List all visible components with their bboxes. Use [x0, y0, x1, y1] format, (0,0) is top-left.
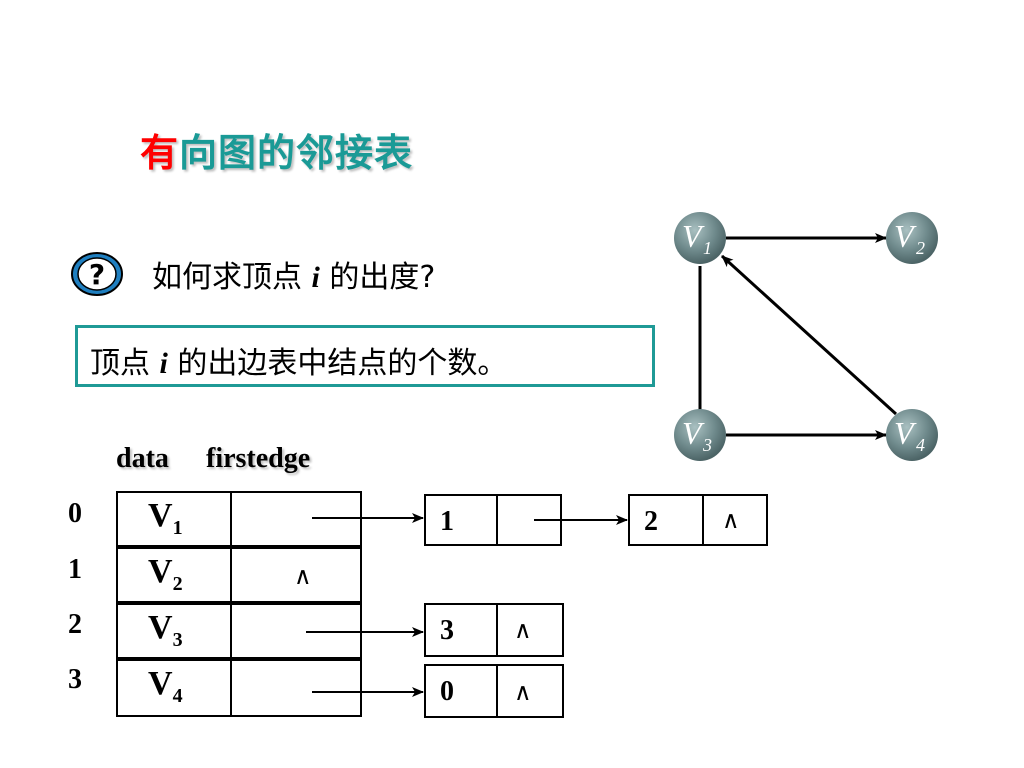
vertex-letter: V [148, 553, 173, 590]
firstedge-cell-1 [230, 547, 362, 603]
vertex-sub: 3 [172, 628, 183, 651]
graph-node-v1: V 1 [674, 212, 726, 264]
graph-node-v3: V 3 [674, 409, 726, 461]
answer-suffix: 的出边表中结点的个数。 [167, 346, 508, 381]
title-rest: 向图的邻接表 [179, 131, 414, 175]
edge-node-next [702, 494, 768, 546]
vertex-cell-2: V3 [116, 603, 232, 659]
graph-node-v2: V 2 [886, 212, 938, 264]
answer-prefix: 顶点 [90, 346, 160, 381]
question-suffix: 的出度? [319, 260, 436, 295]
null-marker: ∧ [722, 506, 740, 534]
edge-node-next [496, 664, 564, 718]
vertex-letter: V [148, 609, 173, 646]
header-data: data [116, 443, 169, 474]
node-letter: V [682, 415, 705, 451]
null-marker: ∧ [514, 678, 532, 706]
question-var: i [311, 261, 320, 294]
null-marker: ∧ [294, 562, 312, 590]
node-letter: V [894, 415, 917, 451]
node-letter: V [894, 218, 917, 254]
svg-text:?: ? [89, 258, 105, 291]
answer-text: 顶点 i 的出边表中结点的个数。 [90, 338, 507, 382]
vertex-cell-1: V2 [116, 547, 232, 603]
vertex-sub: 2 [172, 572, 183, 595]
row-index-2: 2 [68, 609, 82, 640]
node-letter: V [682, 218, 705, 254]
node-sub: 1 [703, 238, 712, 258]
graph-node-v4: V 4 [886, 409, 938, 461]
vertex-cell-3: V4 [116, 659, 232, 717]
graph-edge-v4-v1 [720, 254, 898, 416]
vertex-sub: 1 [172, 516, 183, 539]
firstedge-cell-3 [230, 659, 362, 717]
header-firstedge: firstedge [206, 443, 311, 474]
node-sub: 2 [916, 238, 925, 258]
node-sub: 4 [916, 435, 925, 455]
answer-var: i [159, 347, 168, 380]
vertex-letter: V [148, 497, 173, 534]
vertex-sub: 4 [172, 684, 183, 707]
node-sub: 3 [702, 435, 712, 455]
vertex-letter: V [148, 665, 173, 702]
row-index-3: 3 [68, 664, 82, 695]
row-index-0: 0 [68, 498, 82, 529]
page-title: 有向图的邻接表 [140, 122, 413, 177]
title-accent: 有 [140, 131, 180, 175]
row-index-1: 1 [68, 554, 82, 585]
question-text: 如何求顶点 i 的出度? [152, 252, 435, 296]
question-prefix: 如何求顶点 [152, 260, 312, 295]
question-icon: ? [71, 252, 123, 296]
null-marker: ∧ [514, 616, 532, 644]
edge-node-next [496, 603, 564, 657]
answer-box: 顶点 i 的出边表中结点的个数。 [75, 325, 655, 387]
